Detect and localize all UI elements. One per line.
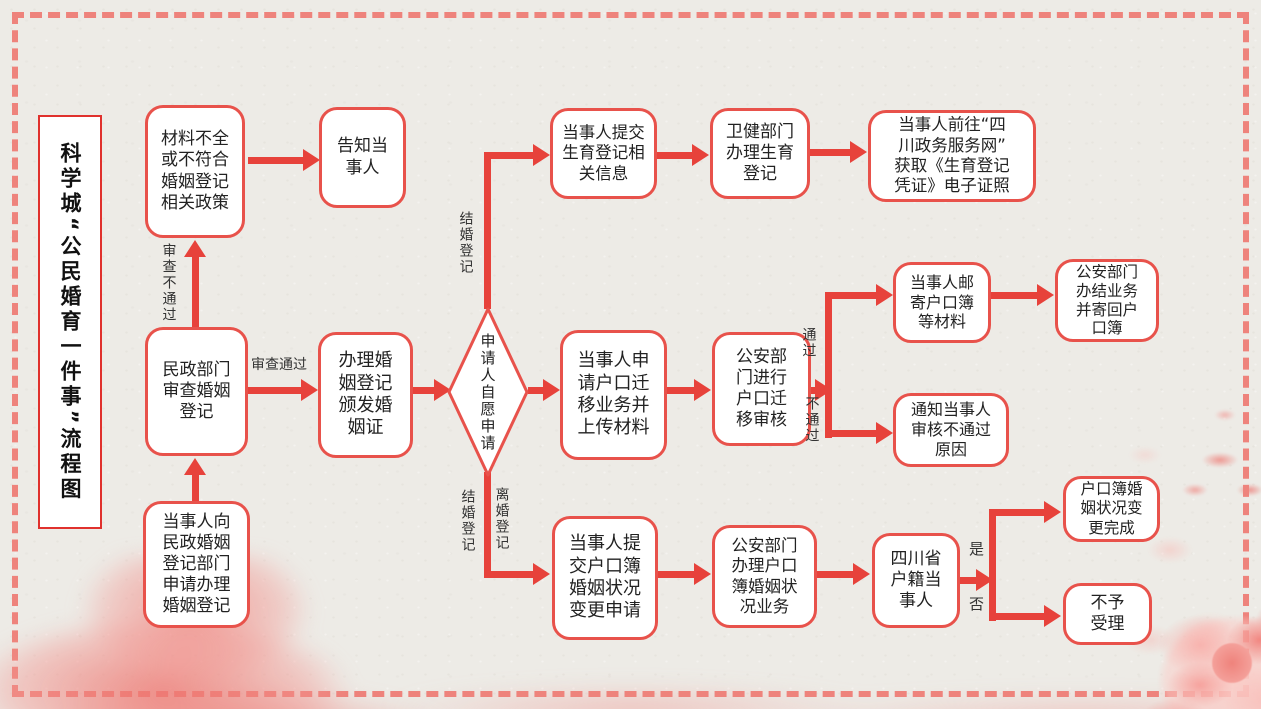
node-mail-hukou: 当事人邮 寄户口簿 等材料: [893, 262, 991, 343]
node-health-dept-label: 卫健部门 办理生育 登记: [726, 121, 794, 185]
node-party-apply-label: 当事人向 民政婚姻 登记部门 申请办理 婚姻登记: [162, 511, 231, 617]
arrow-change-to-policehukou-head: [694, 563, 711, 585]
diamond-label-wrap: 申请人自愿申请: [446, 306, 530, 478]
arrow-apply-to-review-line: [192, 474, 199, 501]
node-police-hukou-business: 公安部门 办理户口 簿婚姻状 况业务: [712, 525, 817, 628]
connector-diamond-bottom-head: [533, 563, 550, 585]
branch-fail-line: [825, 430, 876, 437]
connector-diamond-top-head: [533, 144, 550, 166]
node-change-done: 户口簿婚 姻状况变 更完成: [1063, 476, 1160, 542]
arrow-birth-to-health-line: [657, 152, 694, 159]
node-police-complete-label: 公安部门 办结业务 并寄回户 口簿: [1075, 263, 1138, 338]
node-voluntary-decision: 申请人自愿申请: [446, 306, 530, 478]
arrow-issue-to-diamond-head: [434, 379, 451, 401]
arrow-birth-to-health-head: [692, 144, 709, 166]
node-materials-label: 材料不全 或不符合 婚姻登记 相关政策: [161, 129, 229, 213]
branch-no-line: [989, 613, 1046, 620]
diamond-shape: [447, 307, 529, 477]
node-notify-party: 告知当 事人: [319, 107, 406, 208]
branch-yes-head: [1044, 501, 1061, 523]
arrow-transfer-to-policereview-line: [667, 387, 696, 394]
arrow-sichuan-to-branch-line: [960, 577, 978, 584]
node-sichuan-resident: 四川省 户籍当 事人: [872, 533, 960, 628]
arrow-policehukou-to-sichuan-head: [853, 563, 870, 585]
node-mail-hukou-label: 当事人邮 寄户口簿 等材料: [909, 272, 974, 332]
node-submit-birth-info: 当事人提交 生育登记相 关信息: [550, 108, 657, 199]
connector-diamond-bottom-vertical: [484, 472, 491, 575]
connector-diamond-top-vertical: [484, 152, 491, 309]
arrow-review-to-materials-line: [192, 256, 199, 328]
node-submit-change: 当事人提 交户口簿 婚姻状况 变更申请: [552, 516, 658, 640]
node-transfer-apply: 当事人申 请户口迁 移业务并 上传材料: [560, 330, 667, 460]
node-issue-cert-label: 办理婚 姻登记 颁发婚 姻证: [338, 350, 393, 439]
node-notify-party-label: 告知当 事人: [337, 136, 388, 178]
arrow-mail-to-policedone-line: [991, 292, 1039, 299]
node-submit-change-label: 当事人提 交户口簿 婚姻状况 变更申请: [569, 533, 641, 622]
arrow-policehukou-to-sichuan-line: [817, 571, 855, 578]
arrow-materials-to-notify-head: [303, 149, 320, 171]
node-not-accepted: 不予 受理: [1063, 583, 1152, 645]
arrow-transfer-to-policereview-head: [694, 379, 711, 401]
branch-yes-no-vertical: [989, 509, 996, 621]
branch-pass-line: [825, 292, 876, 299]
arrow-health-to-portal-line: [810, 149, 852, 156]
arrow-issue-to-diamond-line: [413, 387, 437, 394]
node-transfer-apply-label: 当事人申 请户口迁 移业务并 上传材料: [577, 350, 650, 439]
arrow-policereview-to-branch-line: [811, 387, 817, 394]
label-fail: 不通过: [803, 396, 820, 444]
branch-no-head: [1044, 605, 1061, 627]
label-marriage-reg-bottom: 结婚登记: [459, 489, 476, 553]
branch-fail-head: [876, 422, 893, 444]
arrow-review-to-issue-head: [301, 379, 318, 401]
node-issue-cert: 办理婚 姻登记 颁发婚 姻证: [318, 332, 413, 458]
connector-diamond-bottom-horizontal: [484, 571, 535, 578]
label-yes: 是: [969, 540, 985, 558]
node-police-complete: 公安部门 办结业务 并寄回户 口簿: [1055, 259, 1159, 342]
label-divorce-reg: 离婚登记: [493, 487, 510, 551]
label-review-fail: 审查不通过: [160, 243, 177, 323]
node-health-dept: 卫健部门 办理生育 登记: [710, 108, 810, 199]
node-police-hukou-label: 公安部门 办理户口 簿婚姻状 况业务: [731, 535, 798, 616]
node-materials-incomplete: 材料不全 或不符合 婚姻登记 相关政策: [145, 105, 245, 238]
label-review-pass: 审查通过: [251, 357, 307, 373]
arrow-apply-to-review-head: [184, 458, 206, 475]
arrow-materials-to-notify-line: [248, 157, 303, 164]
branch-yes-line: [989, 509, 1046, 516]
node-notify-fail-label: 通知当事人 审核不通过 原因: [910, 400, 991, 459]
arrow-mail-to-policedone-head: [1037, 284, 1054, 306]
node-police-review: 公安部 门进行 户口迁 移审核: [712, 332, 811, 446]
node-sichuan-resident-label: 四川省 户籍当 事人: [890, 548, 942, 612]
node-portal-certificate: 当事人前往“四 川政务服务网” 获取《生育登记 凭证》电子证照: [868, 110, 1036, 202]
node-civil-review-label: 民政部门 审查婚姻 登记: [162, 359, 231, 423]
arrow-sichuan-to-branch-head: [976, 569, 993, 591]
title-box: 科学城“公民婚育一件事”流程图: [38, 115, 102, 529]
label-pass: 通过: [800, 327, 817, 359]
branch-pass-head: [876, 284, 893, 306]
arrow-review-to-issue-line: [248, 387, 301, 394]
label-no: 否: [969, 595, 985, 613]
connector-diamond-top-horizontal: [484, 152, 533, 159]
node-party-apply: 当事人向 民政婚姻 登记部门 申请办理 婚姻登记: [143, 501, 250, 628]
node-voluntary-label: 申请人自愿申请: [478, 332, 497, 452]
node-notify-fail-reason: 通知当事人 审核不通过 原因: [893, 393, 1009, 467]
node-civil-review: 民政部门 审查婚姻 登记: [145, 327, 248, 456]
node-police-review-label: 公安部 门进行 户口迁 移审核: [736, 346, 787, 431]
arrow-change-to-policehukou-line: [658, 571, 696, 578]
arrow-diamond-to-transfer-head: [543, 379, 560, 401]
node-change-done-label: 户口簿婚 姻状况变 更完成: [1080, 479, 1143, 537]
label-marriage-reg-top: 结婚登记: [457, 211, 474, 275]
node-submit-birth-label: 当事人提交 生育登记相 关信息: [562, 122, 645, 183]
page-title: 科学城“公民婚育一件事”流程图: [58, 141, 82, 503]
branch-pass-fail-vertical: [825, 292, 832, 438]
arrow-health-to-portal-head: [850, 141, 867, 163]
arrow-review-to-materials-head: [184, 240, 206, 257]
node-portal-certificate-label: 当事人前往“四 川政务服务网” 获取《生育登记 凭证》电子证照: [894, 115, 1010, 196]
node-not-accepted-label: 不予 受理: [1090, 592, 1125, 634]
arrow-diamond-to-transfer-line: [528, 387, 545, 394]
